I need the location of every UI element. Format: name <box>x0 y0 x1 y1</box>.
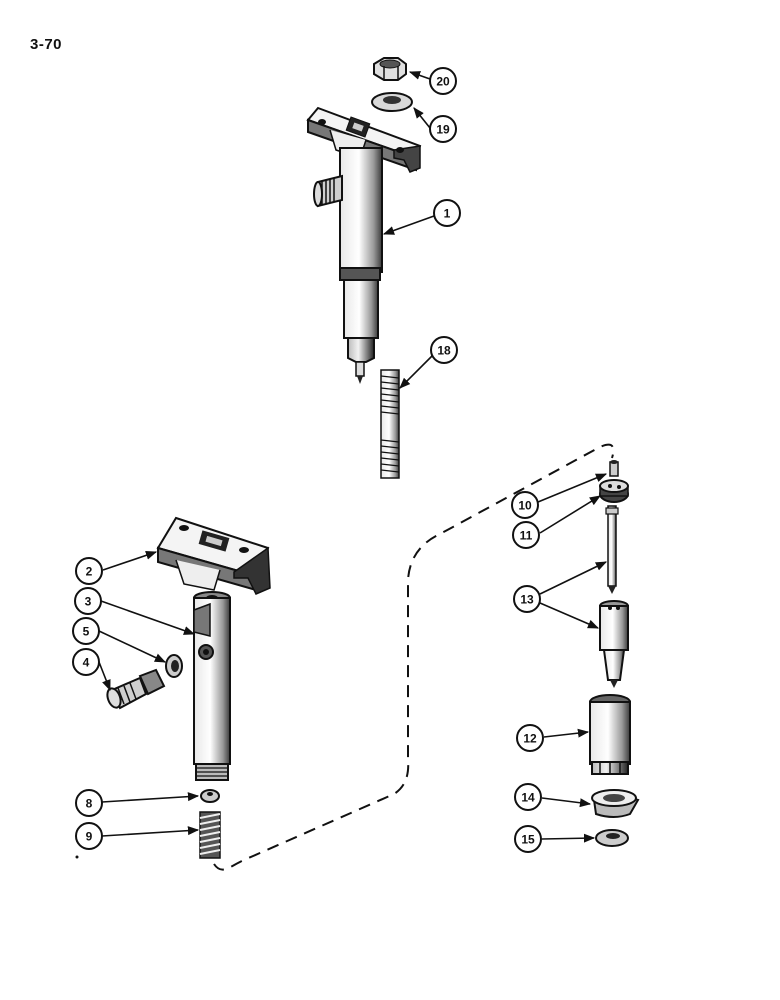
callout-2: 2 <box>75 557 103 585</box>
stud-part-18 <box>380 369 400 479</box>
washer-part-5 <box>165 654 183 678</box>
page-number: 3-70 <box>30 36 63 53</box>
washer-part-19 <box>371 92 413 112</box>
spring-part-9 <box>199 811 221 859</box>
callout-5: 5 <box>72 617 100 645</box>
callout-8: 8 <box>75 789 103 817</box>
callout-10: 10 <box>511 491 539 519</box>
svg-text:4: 4 <box>83 656 90 670</box>
svg-text:3: 3 <box>85 595 92 609</box>
callout-3: 3 <box>74 587 102 615</box>
pin-part-10 <box>609 460 619 477</box>
svg-text:20: 20 <box>436 75 450 89</box>
callout-18: 18 <box>430 336 458 364</box>
svg-text:14: 14 <box>521 791 535 805</box>
callout-20: 20 <box>429 67 457 95</box>
svg-text:1: 1 <box>444 207 451 221</box>
nut-part-20 <box>373 57 407 81</box>
svg-text:10: 10 <box>518 499 532 513</box>
svg-text:8: 8 <box>86 797 93 811</box>
cap-nut-part-12 <box>589 694 631 775</box>
heat-shield-part-14 <box>591 789 640 818</box>
holder-body-part-3 <box>193 591 231 781</box>
callout-14: 14 <box>514 783 542 811</box>
fitting-part-4 <box>106 668 166 710</box>
svg-text:2: 2 <box>86 565 93 579</box>
svg-text:5: 5 <box>83 625 90 639</box>
injector-body-part-1 <box>313 147 383 384</box>
explosion-dashed-path <box>213 443 615 871</box>
svg-text:12: 12 <box>523 732 537 746</box>
stray-dot <box>75 855 79 859</box>
svg-text:15: 15 <box>521 833 535 847</box>
svg-text:19: 19 <box>436 123 450 137</box>
svg-text:18: 18 <box>437 344 451 358</box>
callout-9: 9 <box>75 822 103 850</box>
callout-4: 4 <box>72 648 100 676</box>
callout-13: 13 <box>513 585 541 613</box>
callout-1: 1 <box>433 199 461 227</box>
callout-15: 15 <box>514 825 542 853</box>
seat-part-8 <box>200 789 220 803</box>
nozzle-part-13 <box>599 600 629 688</box>
callout-19: 19 <box>429 115 457 143</box>
svg-text:13: 13 <box>520 593 534 607</box>
washer-part-15 <box>595 829 629 847</box>
callout-12: 12 <box>516 724 544 752</box>
needle-part-13 <box>605 505 619 594</box>
clamp-part-2 <box>156 516 271 595</box>
leader-lines <box>98 71 608 843</box>
svg-text:11: 11 <box>520 529 533 543</box>
svg-text:9: 9 <box>86 830 93 844</box>
callout-11: 11 <box>512 521 540 549</box>
plate-part-11 <box>599 479 629 503</box>
